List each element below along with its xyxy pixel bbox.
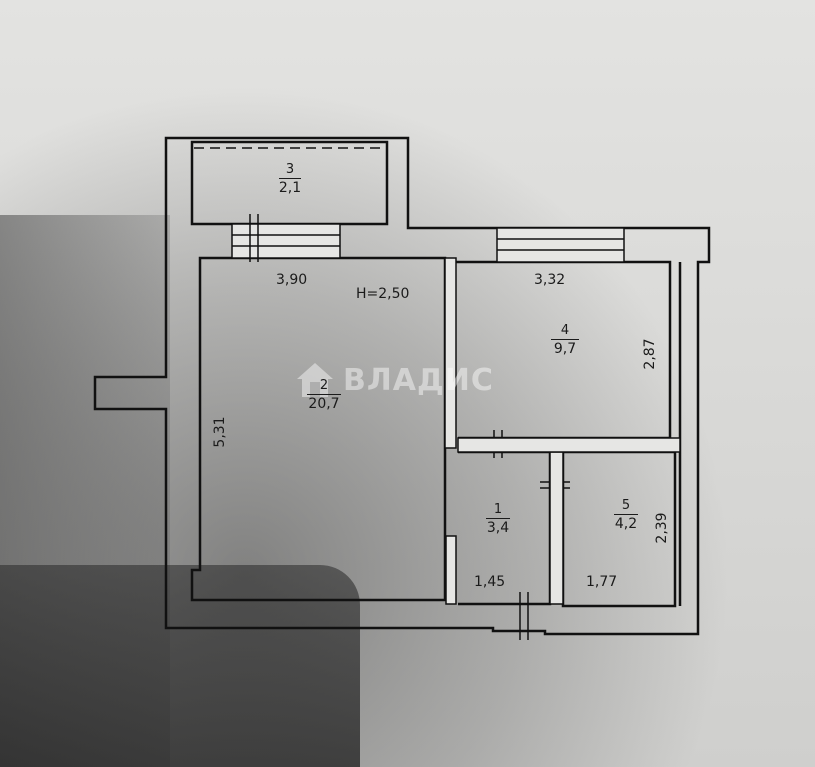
room-area: 9,7 <box>553 341 577 357</box>
room-3-label: 3 2,1 <box>268 162 312 196</box>
room-4-label: 4 9,7 <box>540 323 590 357</box>
room-2-width-dimension: 3,90 <box>276 272 308 288</box>
room-area: 2,1 <box>278 180 302 196</box>
watermark-text: ВЛАДИС <box>343 362 494 398</box>
room-3-outline <box>190 140 389 226</box>
room-number: 5 <box>621 498 631 513</box>
room-area: 20,7 <box>308 396 340 412</box>
room-1-label: 1 3,4 <box>478 502 518 536</box>
room-4-width-dimension: 3,32 <box>534 272 566 288</box>
room-number: 3 <box>285 162 295 177</box>
room-4-length-dimension: 2,87 <box>642 338 658 370</box>
room-area: 3,4 <box>486 520 510 536</box>
room-2-length-dimension: 5,31 <box>212 416 228 448</box>
room-number: 4 <box>560 323 570 338</box>
partition-column <box>444 257 457 449</box>
balcony-door <box>231 223 341 259</box>
house-icon <box>297 363 333 397</box>
horizontal-partition <box>457 437 681 453</box>
room-number: 1 <box>493 502 503 517</box>
room-5-length-dimension: 2,39 <box>654 512 670 544</box>
ceiling-height-label: H=2,50 <box>356 286 410 302</box>
watermark: ВЛАДИС <box>295 360 494 400</box>
room-1-width-dimension: 1,45 <box>474 574 506 590</box>
room-number: 2 <box>319 378 329 393</box>
room-2-label: 2 20,7 <box>296 378 352 412</box>
partition-stub <box>445 535 457 605</box>
shadow-bottom <box>0 565 360 767</box>
room-area: 4,2 <box>614 516 638 532</box>
partition-wall <box>549 451 564 605</box>
room-5-width-dimension: 1,77 <box>586 574 618 590</box>
room-4-window <box>496 227 625 263</box>
room-2-outline <box>190 256 447 602</box>
room-5-label: 5 4,2 <box>606 498 646 532</box>
